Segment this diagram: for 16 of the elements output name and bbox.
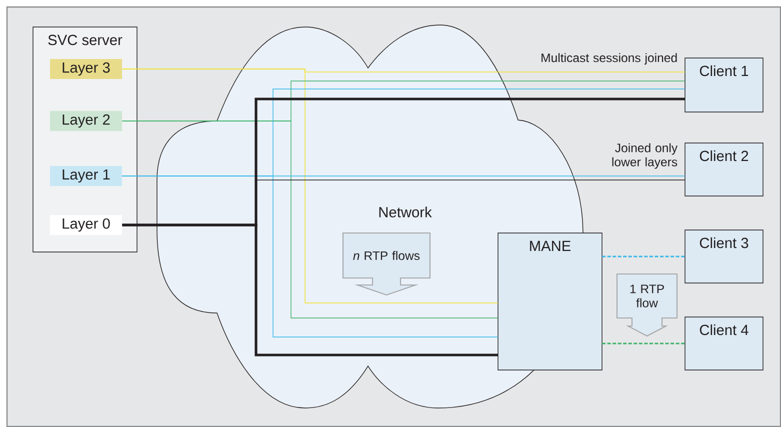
annotation-text: Joined only lower layers (612, 143, 678, 169)
mane-box: MANE (498, 232, 602, 370)
connector-line (122, 176, 498, 338)
connector-line (122, 224, 498, 356)
client-box: Client 3 (684, 230, 764, 284)
connector-line (602, 342, 685, 344)
layer-label: Layer 0 (50, 215, 122, 235)
connector-line (122, 120, 498, 318)
connector-line (122, 68, 498, 304)
client-box: Client 1 (684, 58, 764, 112)
connector-line (602, 256, 685, 258)
layer-label: Layer 2 (50, 111, 122, 131)
client-box: Client 4 (684, 316, 764, 370)
layer-label: Layer 3 (50, 59, 122, 79)
layer-label: Layer 1 (50, 166, 122, 186)
client-box: Client 2 (684, 142, 764, 196)
